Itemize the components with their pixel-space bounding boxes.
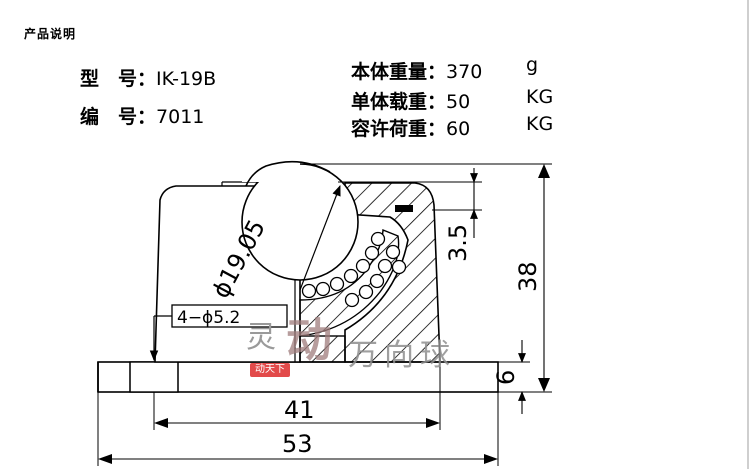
seal-clip bbox=[395, 205, 413, 212]
weight-value: 370 bbox=[446, 61, 483, 83]
model-row: 型 号：IK-19B bbox=[80, 64, 216, 91]
base-flange bbox=[97, 361, 499, 393]
weight-unit: g bbox=[526, 54, 539, 76]
allowable-load-value: 60 bbox=[446, 118, 471, 140]
code-label: 编 号： bbox=[80, 106, 157, 128]
housing-section bbox=[344, 182, 441, 363]
hole-pitch-label: 41 bbox=[284, 396, 315, 424]
total-height-label: 38 bbox=[514, 261, 542, 292]
watermark-brand-rest: 万向球 bbox=[348, 338, 456, 373]
code-row: 编 号：7011 bbox=[80, 102, 204, 129]
flange-thickness-label: 6 bbox=[492, 370, 520, 385]
overall-width-label: 53 bbox=[282, 430, 313, 458]
hole-callout-label: 4−ϕ5.2 bbox=[177, 308, 240, 328]
allowable-load-unit: KG bbox=[526, 113, 554, 135]
code-value: 7011 bbox=[156, 106, 205, 128]
single-load-unit: KG bbox=[526, 86, 554, 108]
single-load-row: 单体载重：50 KG bbox=[351, 86, 553, 114]
watermark-brand: 灵 bbox=[246, 320, 276, 355]
mount-hole bbox=[129, 361, 179, 393]
single-load-label: 单体载重： bbox=[351, 91, 447, 113]
support-balls bbox=[301, 231, 407, 308]
model-label: 型 号： bbox=[80, 68, 157, 90]
cup-section bbox=[299, 228, 400, 337]
allowable-load-row: 容许荷重：60 KG bbox=[351, 113, 553, 141]
allowable-load-label: 容许荷重： bbox=[351, 118, 447, 140]
single-load-value: 50 bbox=[446, 91, 471, 113]
protrusion-label: 3.5 bbox=[444, 224, 472, 262]
watermark-stamp: 动天下 bbox=[250, 363, 290, 377]
weight-row: 本体重量：370 g bbox=[351, 54, 538, 84]
weight-label: 本体重量： bbox=[351, 61, 447, 83]
model-value: IK-19B bbox=[156, 68, 217, 90]
section-title: 产品说明 bbox=[24, 27, 77, 41]
watermark-brand-main: 动 bbox=[286, 313, 332, 367]
